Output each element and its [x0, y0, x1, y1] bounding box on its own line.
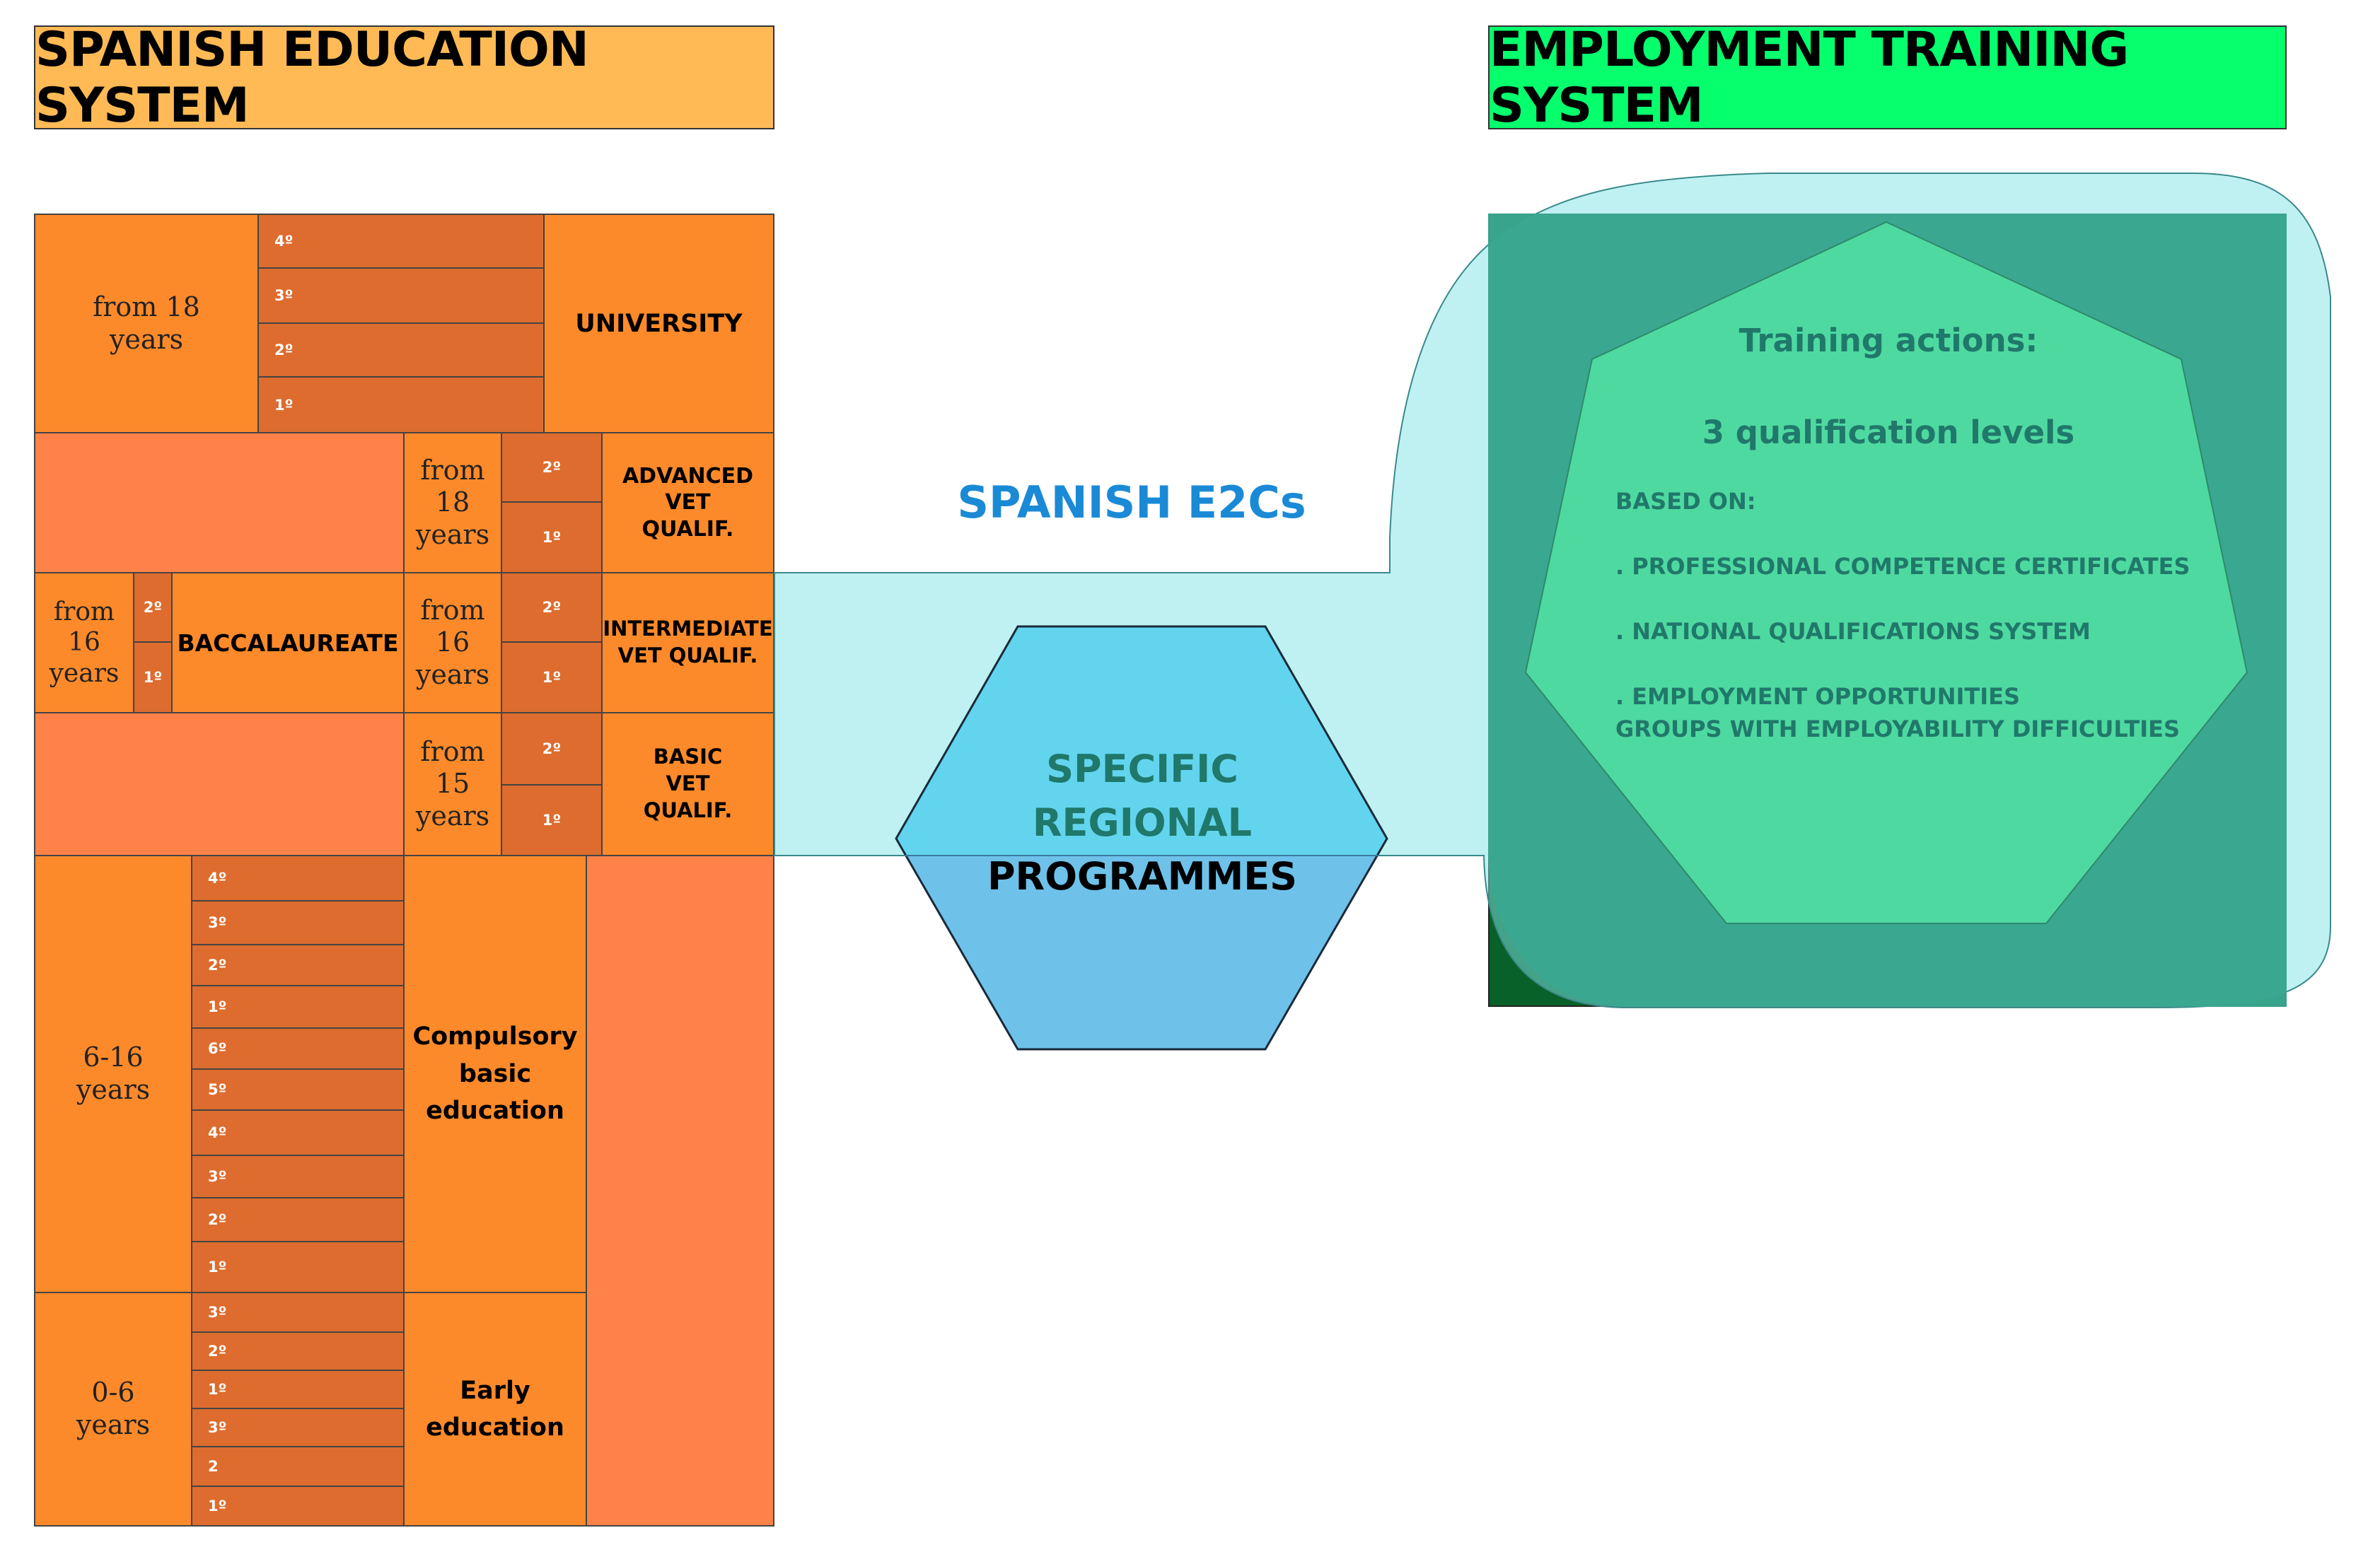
- compulsory-label: Compulsory basic education: [403, 855, 587, 1293]
- programmes-text: SPECIFIC REGIONAL PROGRAMMES: [941, 742, 1344, 904]
- intermediate-vet-age: from 16 years: [403, 572, 502, 713]
- criteria-employment-opportunities: . EMPLOYMENT OPPORTUNITIES: [1615, 683, 2021, 710]
- compulsory-year-5: 5º: [191, 1068, 405, 1111]
- basic-vet-age: from 15 years: [403, 712, 502, 856]
- university-year-3: 3º: [257, 267, 545, 324]
- basic-vet-year-2: 2º: [501, 712, 603, 786]
- compulsory-year-6: 6º: [191, 1027, 405, 1070]
- criteria-professional-certificates: . PROFESSIONAL COMPETENCE CERTIFICATES: [1615, 553, 2190, 580]
- compulsory-year-1: 1º: [191, 985, 405, 1029]
- intermediate-vet-label: INTERMEDIATE VET QUALIF.: [601, 572, 774, 713]
- programmes-line-2: REGIONAL: [1032, 800, 1253, 845]
- university-label: UNIVERSITY: [543, 214, 774, 433]
- education-chart: from 18 years 4º 3º 2º 1º UNIVERSITY fro…: [0, 0, 778, 1552]
- compulsory-age: 6-16 years: [34, 855, 192, 1293]
- right-filler: [586, 855, 774, 1527]
- university-year-4: 4º: [257, 214, 545, 269]
- early-age: 0-6 years: [34, 1292, 192, 1527]
- baccalaureate-year-2: 2º: [133, 572, 173, 643]
- employment-system-title-text: EMPLOYMENT TRAINING SYSTEM: [1490, 21, 2129, 134]
- education-system-title-text: SPANISH EDUCATION SYSTEM: [35, 21, 589, 134]
- compulsory-year-3b: 3º: [191, 1155, 405, 1198]
- advanced-vet-age: from 18 years: [403, 432, 502, 573]
- criteria-employability-groups: GROUPS WITH EMPLOYABILITY DIFFICULTIES: [1615, 716, 2181, 742]
- based-on-label: BASED ON:: [1615, 488, 1756, 515]
- training-levels: 3 qualification levels: [1702, 414, 2075, 451]
- criteria-national-qualifications: . NATIONAL QUALIFICATIONS SYSTEM: [1615, 618, 2091, 645]
- advanced-vet-label: ADVANCED VET QUALIF.: [601, 432, 774, 573]
- heptagon-shape: [1524, 221, 2248, 924]
- programmes-line-1: SPECIFIC: [1046, 747, 1238, 791]
- early-label: Early education: [403, 1292, 587, 1527]
- baccalaureate-label: BACCALAUREATE: [171, 572, 405, 713]
- programmes-line-3: PROGRAMMES: [987, 854, 1297, 899]
- early-year-2b: 2: [191, 1446, 405, 1487]
- training-details: BASED ON: . PROFESSIONAL COMPETENCE CERT…: [1615, 485, 2266, 745]
- training-heading: Training actions:: [1738, 322, 2038, 359]
- early-year-1b: 1º: [191, 1486, 405, 1527]
- advanced-vet-filler: [34, 432, 405, 573]
- baccalaureate-age: from 16 years: [34, 572, 134, 713]
- basic-vet-label: BASIC VET QUALIF.: [601, 712, 774, 856]
- programmes-hexagon: [895, 625, 1388, 1051]
- intermediate-vet-year-2: 2º: [501, 572, 603, 643]
- early-year-3: 3º: [191, 1292, 405, 1333]
- compulsory-year-2: 2º: [191, 944, 405, 986]
- e2c-heading: SPANISH E2Cs: [957, 476, 1306, 528]
- employment-system-title: EMPLOYMENT TRAINING SYSTEM: [1488, 22, 2287, 134]
- education-system-title: SPANISH EDUCATION SYSTEM: [34, 22, 774, 134]
